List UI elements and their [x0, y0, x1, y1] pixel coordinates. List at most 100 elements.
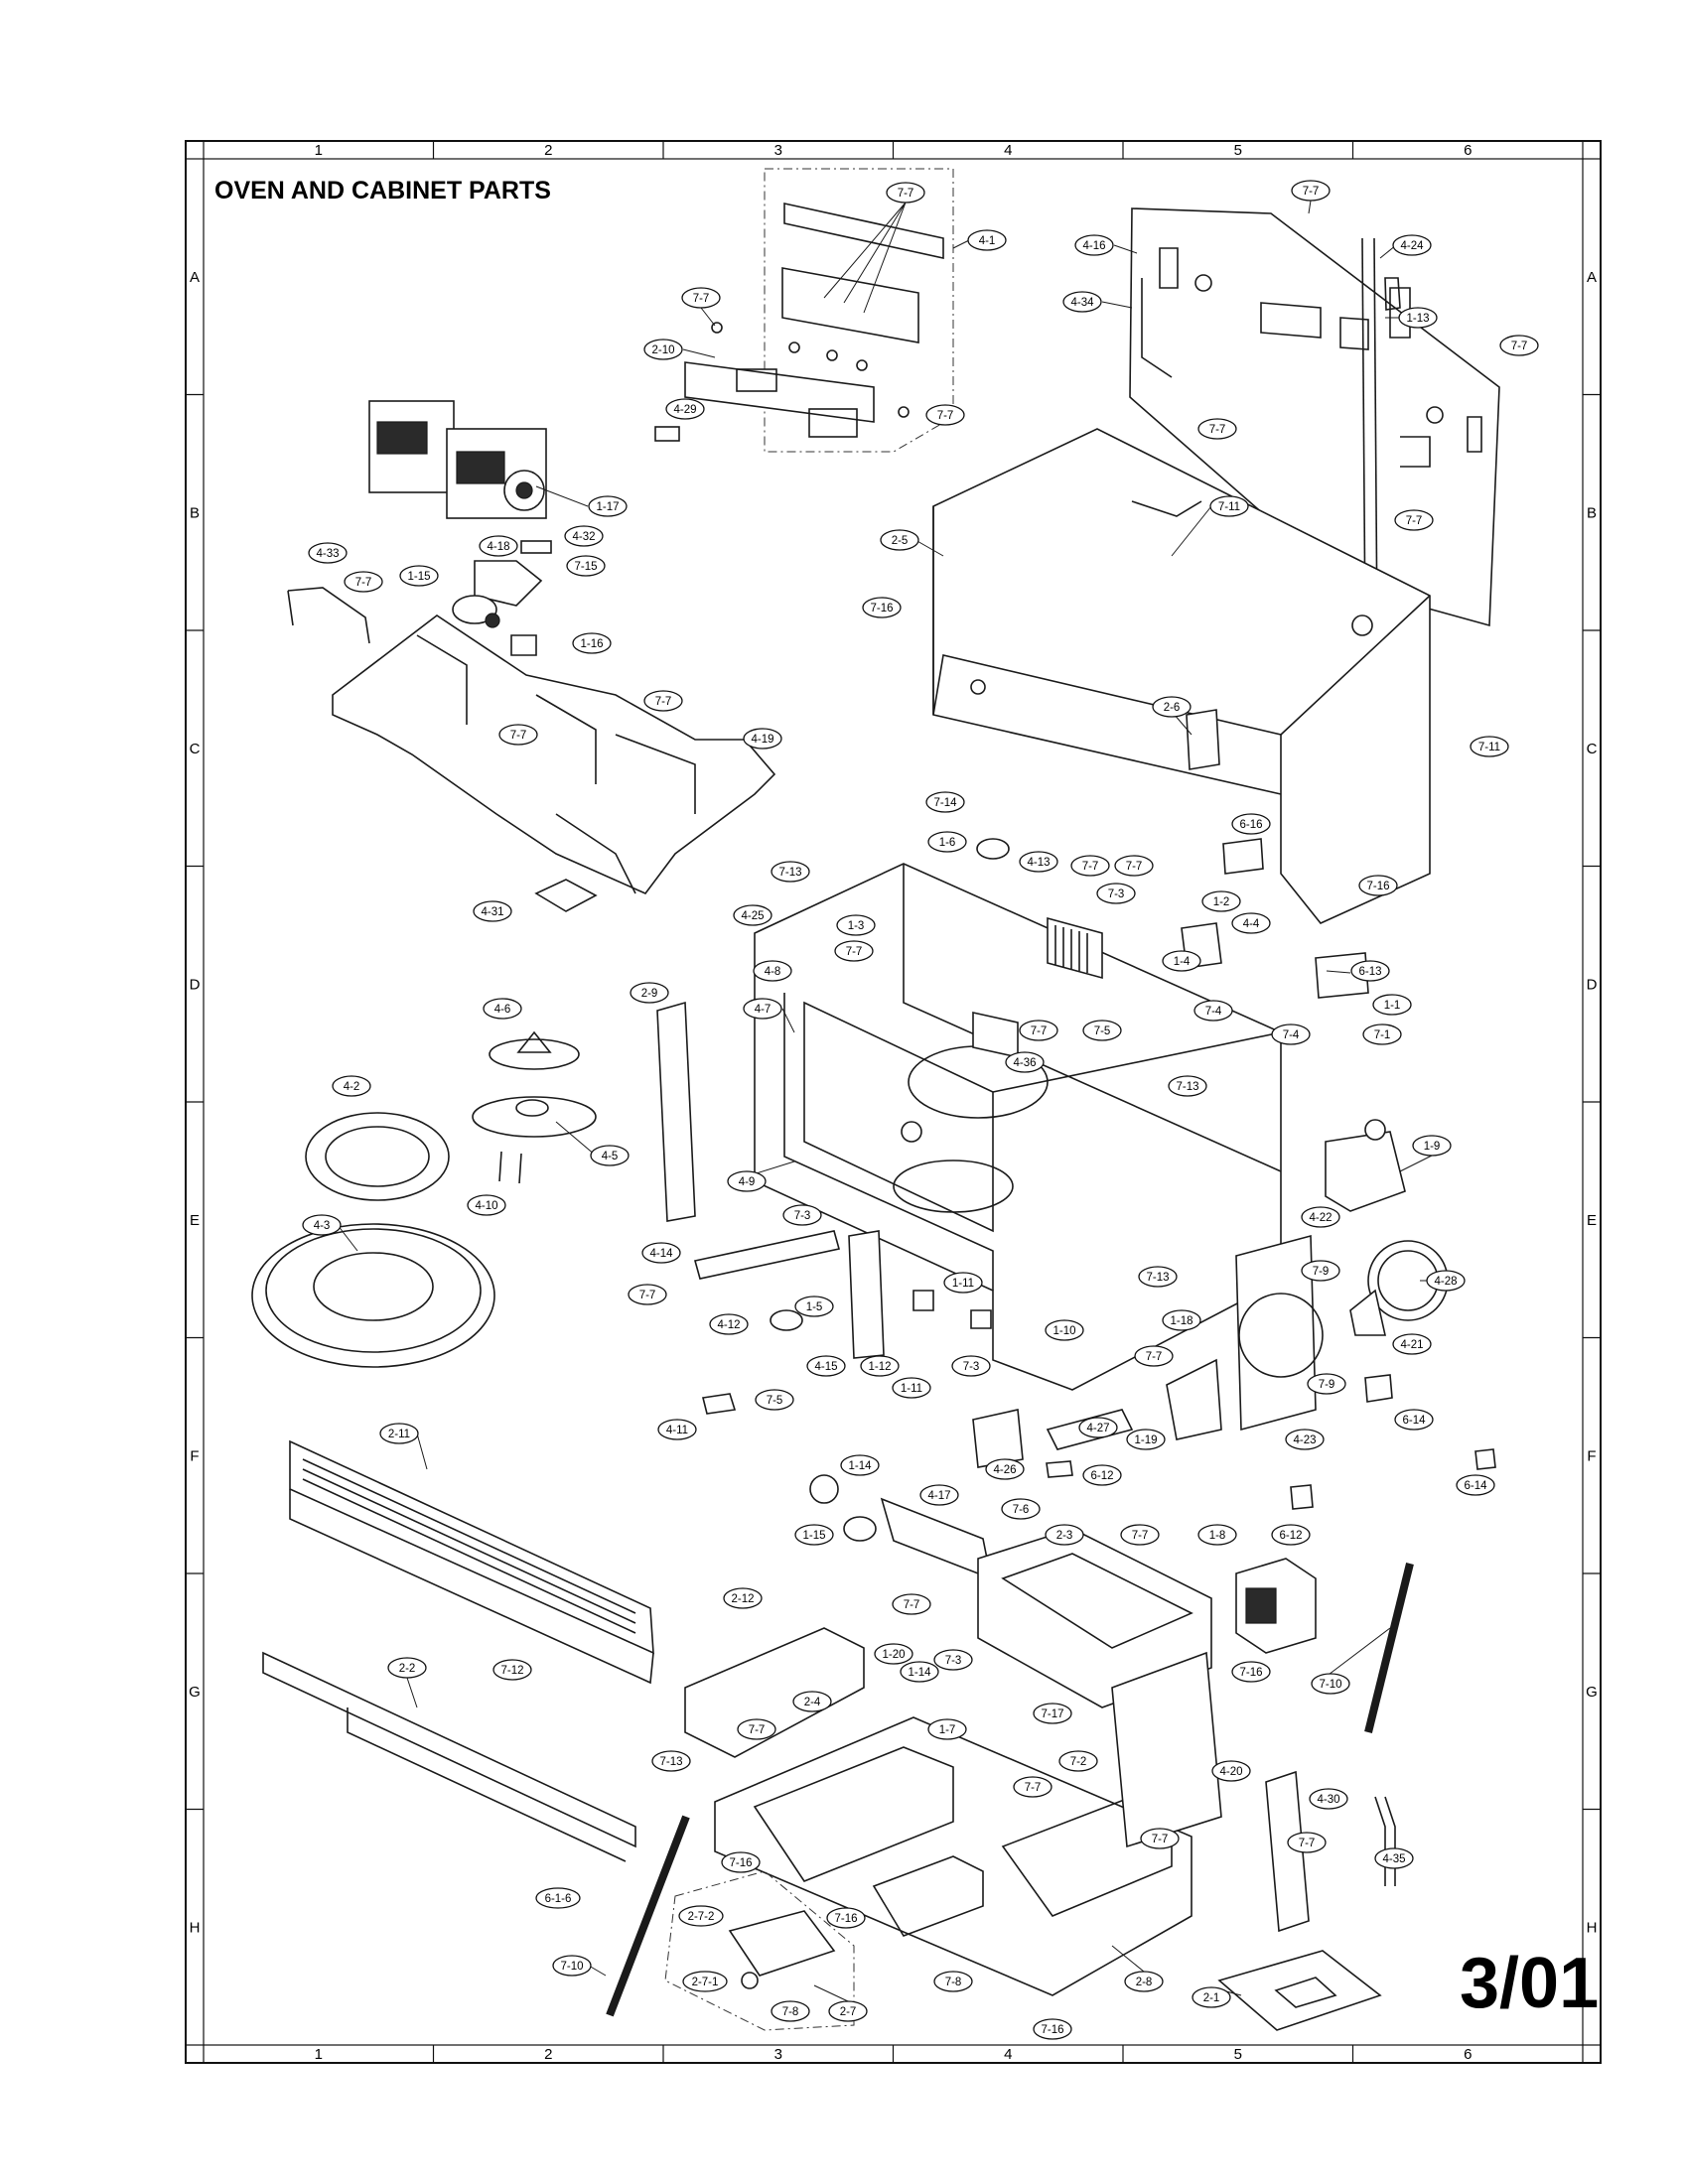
callout-label: 7-3 [963, 1361, 980, 1373]
grid-column-label-top: 6 [1464, 142, 1472, 159]
grid-column-label-bottom: 1 [315, 2046, 323, 2063]
callout-label: 4-22 [1309, 1212, 1332, 1224]
callout-label: 4-2 [344, 1081, 360, 1093]
callout-label: 7-16 [834, 1913, 857, 1925]
part-callout: 4-24 [1392, 234, 1432, 256]
callout-oval [794, 1296, 834, 1317]
part-callout: 1-15 [794, 1524, 834, 1546]
callout-label: 1-16 [580, 638, 603, 650]
callout-label: 7-9 [1319, 1379, 1335, 1391]
callout-label: 4-35 [1382, 1853, 1405, 1865]
callout-label: 7-7 [1209, 424, 1226, 436]
part-callout: 2-4 [792, 1691, 832, 1712]
grid-row-label-right: E [1587, 1212, 1597, 1229]
part-callout: 7-7 [628, 1284, 667, 1305]
callout-oval [1019, 851, 1058, 873]
callout-label: 7-16 [1366, 881, 1389, 892]
part-callout: 7-7 [1197, 418, 1237, 440]
part-callout: 4-29 [665, 398, 705, 420]
callout-label: 1-12 [868, 1361, 891, 1373]
part-callout: 7-4 [1193, 1000, 1233, 1022]
callout-label: 2-5 [892, 535, 909, 547]
callout-label: 4-20 [1219, 1766, 1242, 1778]
grid-row-label-left: C [190, 741, 201, 757]
callout-label: 7-3 [945, 1655, 962, 1667]
callout-oval [1168, 1075, 1207, 1097]
callout-oval [552, 1955, 592, 1977]
part-callout: 7-13 [1138, 1266, 1178, 1288]
callout-oval [1358, 875, 1398, 896]
part-callout: 7-11 [1470, 736, 1509, 757]
grid-column-label-top: 4 [1004, 142, 1012, 159]
part-callout: 4-27 [1078, 1417, 1118, 1438]
part-callout: 4-35 [1374, 1847, 1414, 1869]
part-callout: 7-7 [1499, 335, 1539, 356]
callout-label: 4-25 [741, 910, 764, 922]
callout-oval [1291, 180, 1331, 202]
callout-label: 7-7 [1082, 861, 1099, 873]
callout-label: 7-7 [1303, 186, 1320, 198]
part-callout: 2-7-2 [678, 1905, 724, 1927]
callout-label: 7-13 [659, 1756, 682, 1768]
callout-oval [678, 1905, 724, 1927]
callout-label: 4-3 [314, 1220, 331, 1232]
part-callout: 7-7 [344, 571, 383, 593]
callout-oval [1231, 813, 1271, 835]
callout-oval [1201, 890, 1241, 912]
part-callout: 1-10 [1045, 1319, 1084, 1341]
part-callout: 7-8 [933, 1971, 973, 1992]
callout-oval [727, 1170, 767, 1192]
part-callout: 1-11 [943, 1272, 983, 1294]
callout-oval [733, 904, 772, 926]
callout-oval [1033, 2018, 1072, 2040]
callout-label: 1-17 [596, 501, 619, 513]
callout-label: 4-12 [717, 1319, 740, 1331]
part-callout: 7-5 [1082, 1020, 1122, 1041]
callout-oval [1114, 855, 1154, 877]
grid-row-label-left: D [190, 976, 201, 993]
callout-oval [874, 1643, 913, 1665]
part-callout: 7-16 [1033, 2018, 1072, 2040]
part-callout: 7-10 [1311, 1673, 1350, 1695]
part-callout: 4-14 [641, 1242, 681, 1264]
part-callout: 7-13 [651, 1750, 691, 1772]
grid-row-label-left: B [190, 504, 200, 521]
grid-row-label-right: A [1587, 269, 1597, 286]
callout-oval [1470, 736, 1509, 757]
grid-row-label-right: D [1587, 976, 1598, 993]
callout-label: 2-10 [651, 344, 674, 356]
callout-label: 7-1 [1374, 1029, 1391, 1041]
callout-label: 7-7 [1511, 341, 1528, 352]
callout-label: 4-1 [979, 235, 996, 247]
callout-oval [792, 1691, 832, 1712]
callout-oval [782, 1204, 822, 1226]
callout-label: 1-5 [806, 1301, 823, 1313]
callout-oval [572, 632, 612, 654]
callout-oval [657, 1419, 697, 1440]
callout-oval [302, 1214, 342, 1236]
callout-label: 7-4 [1283, 1029, 1300, 1041]
callout-oval [933, 1649, 973, 1671]
callout-oval [479, 535, 518, 557]
grid-column-label-bottom: 5 [1234, 2046, 1242, 2063]
callout-label: 7-13 [778, 867, 801, 879]
callout-label: 1-14 [848, 1460, 872, 1472]
callout-label: 2-7-1 [692, 1977, 719, 1988]
callout-oval [771, 2000, 810, 2022]
callout-oval [1398, 307, 1438, 329]
callout-oval [737, 1718, 776, 1740]
callout-oval [379, 1423, 419, 1444]
callout-label: 6-1-6 [545, 1893, 572, 1905]
callout-label: 4-26 [993, 1464, 1016, 1476]
callout-oval [1392, 234, 1432, 256]
part-callout: 6-12 [1271, 1524, 1311, 1546]
callout-label: 2-1 [1203, 1992, 1220, 2004]
callout-label: 2-2 [399, 1663, 416, 1675]
callout-oval [1426, 1270, 1466, 1292]
callout-oval [665, 398, 705, 420]
callout-label: 4-31 [481, 906, 503, 918]
part-callout: 1-8 [1197, 1524, 1237, 1546]
part-callout: 7-16 [721, 1851, 761, 1873]
callout-oval [1078, 1417, 1118, 1438]
callout-oval [753, 960, 792, 982]
